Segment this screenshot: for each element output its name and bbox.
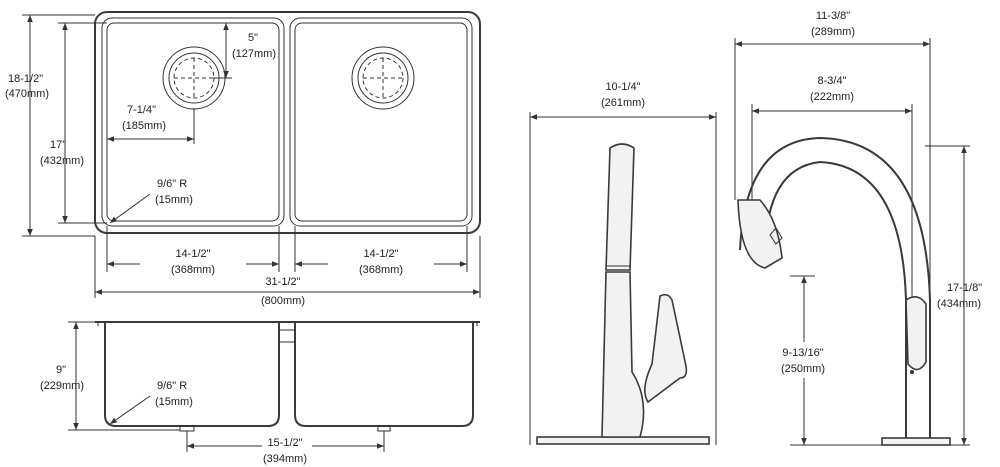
faucet-side-deck-plate [881,437,951,446]
faucet-side-handle [905,296,927,371]
dim-depth-in: 9" [56,364,66,376]
faucet-side-view: 11-3/8" (289mm) 8-3/4" (222mm) 17-1/8" (… [734,10,982,446]
faucet-spray-head [605,143,635,271]
faucet-front-view: 10-1/4" (261mm) [529,81,717,445]
dim-faucet-height-in: 17-1/8" [947,282,982,294]
dim-bowl-height-in: 17" [50,139,66,151]
sink-top-view: 18-1/2" (470mm) 17" (432mm) 5" (127mm) 7… [5,11,481,307]
dim-drain-spacing-mm: (394mm) [263,453,307,465]
dim-spout-clearance-in: 9-13/16" [782,347,823,359]
dim-overall-reach-mm: (289mm) [811,26,855,38]
faucet-gooseneck-outer [739,136,931,445]
dim-left-bowl-width-mm: (368mm) [171,264,215,276]
dim-right-bowl-width-mm: (368mm) [359,264,403,276]
dim-overall-height-in: 18-1/2" [8,73,43,85]
dim-spout-reach-in: 8-3/4" [818,75,847,87]
dim-overall-width-in: 31-1/2" [265,276,300,288]
faucet-gooseneck-inner [764,160,907,445]
dim-bowl-height-mm: (432mm) [40,155,84,167]
faucet-side-spray-head [737,199,783,269]
dim-drain-offset-y-mm: (127mm) [232,48,276,60]
dim-right-bowl-width-in: 14-1/2" [363,248,398,260]
faucet-deck-plate [536,436,710,445]
dim-base-width-mm: (261mm) [601,97,645,109]
sink-side-view: 9" (229mm) 9/6" R (15mm) 15-1/2" (394mm) [40,321,480,466]
dim-faucet-height-mm: (434mm) [937,298,981,310]
dim-depth-mm: (229mm) [40,380,84,392]
dim-base-width-in: 10-1/4" [605,81,640,93]
dim-overall-height-mm: (470mm) [5,88,49,100]
dim-side-corner-radius-mm: (15mm) [155,396,193,408]
dim-drain-offset-x-mm: (185mm) [122,120,166,132]
faucet-body [601,271,645,438]
dim-drain-spacing-in: 15-1/2" [267,437,302,449]
dim-drain-offset-x-in: 7-1/4" [127,104,156,116]
dim-corner-radius-mm: (15mm) [155,194,193,206]
dim-side-corner-radius-in: 9/6" R [157,380,187,392]
faucet-handle [644,293,688,404]
right-drain [351,46,415,110]
dim-overall-width-mm: (800mm) [261,295,305,307]
dim-left-bowl-width-in: 14-1/2" [175,248,210,260]
dim-spout-reach-mm: (222mm) [810,91,854,103]
dim-spout-clearance-mm: (250mm) [781,363,825,375]
dim-drain-offset-y-in: 5" [248,32,258,44]
dim-corner-radius-in: 9/6" R [157,178,187,190]
dim-overall-reach-in: 11-3/8" [816,10,850,22]
